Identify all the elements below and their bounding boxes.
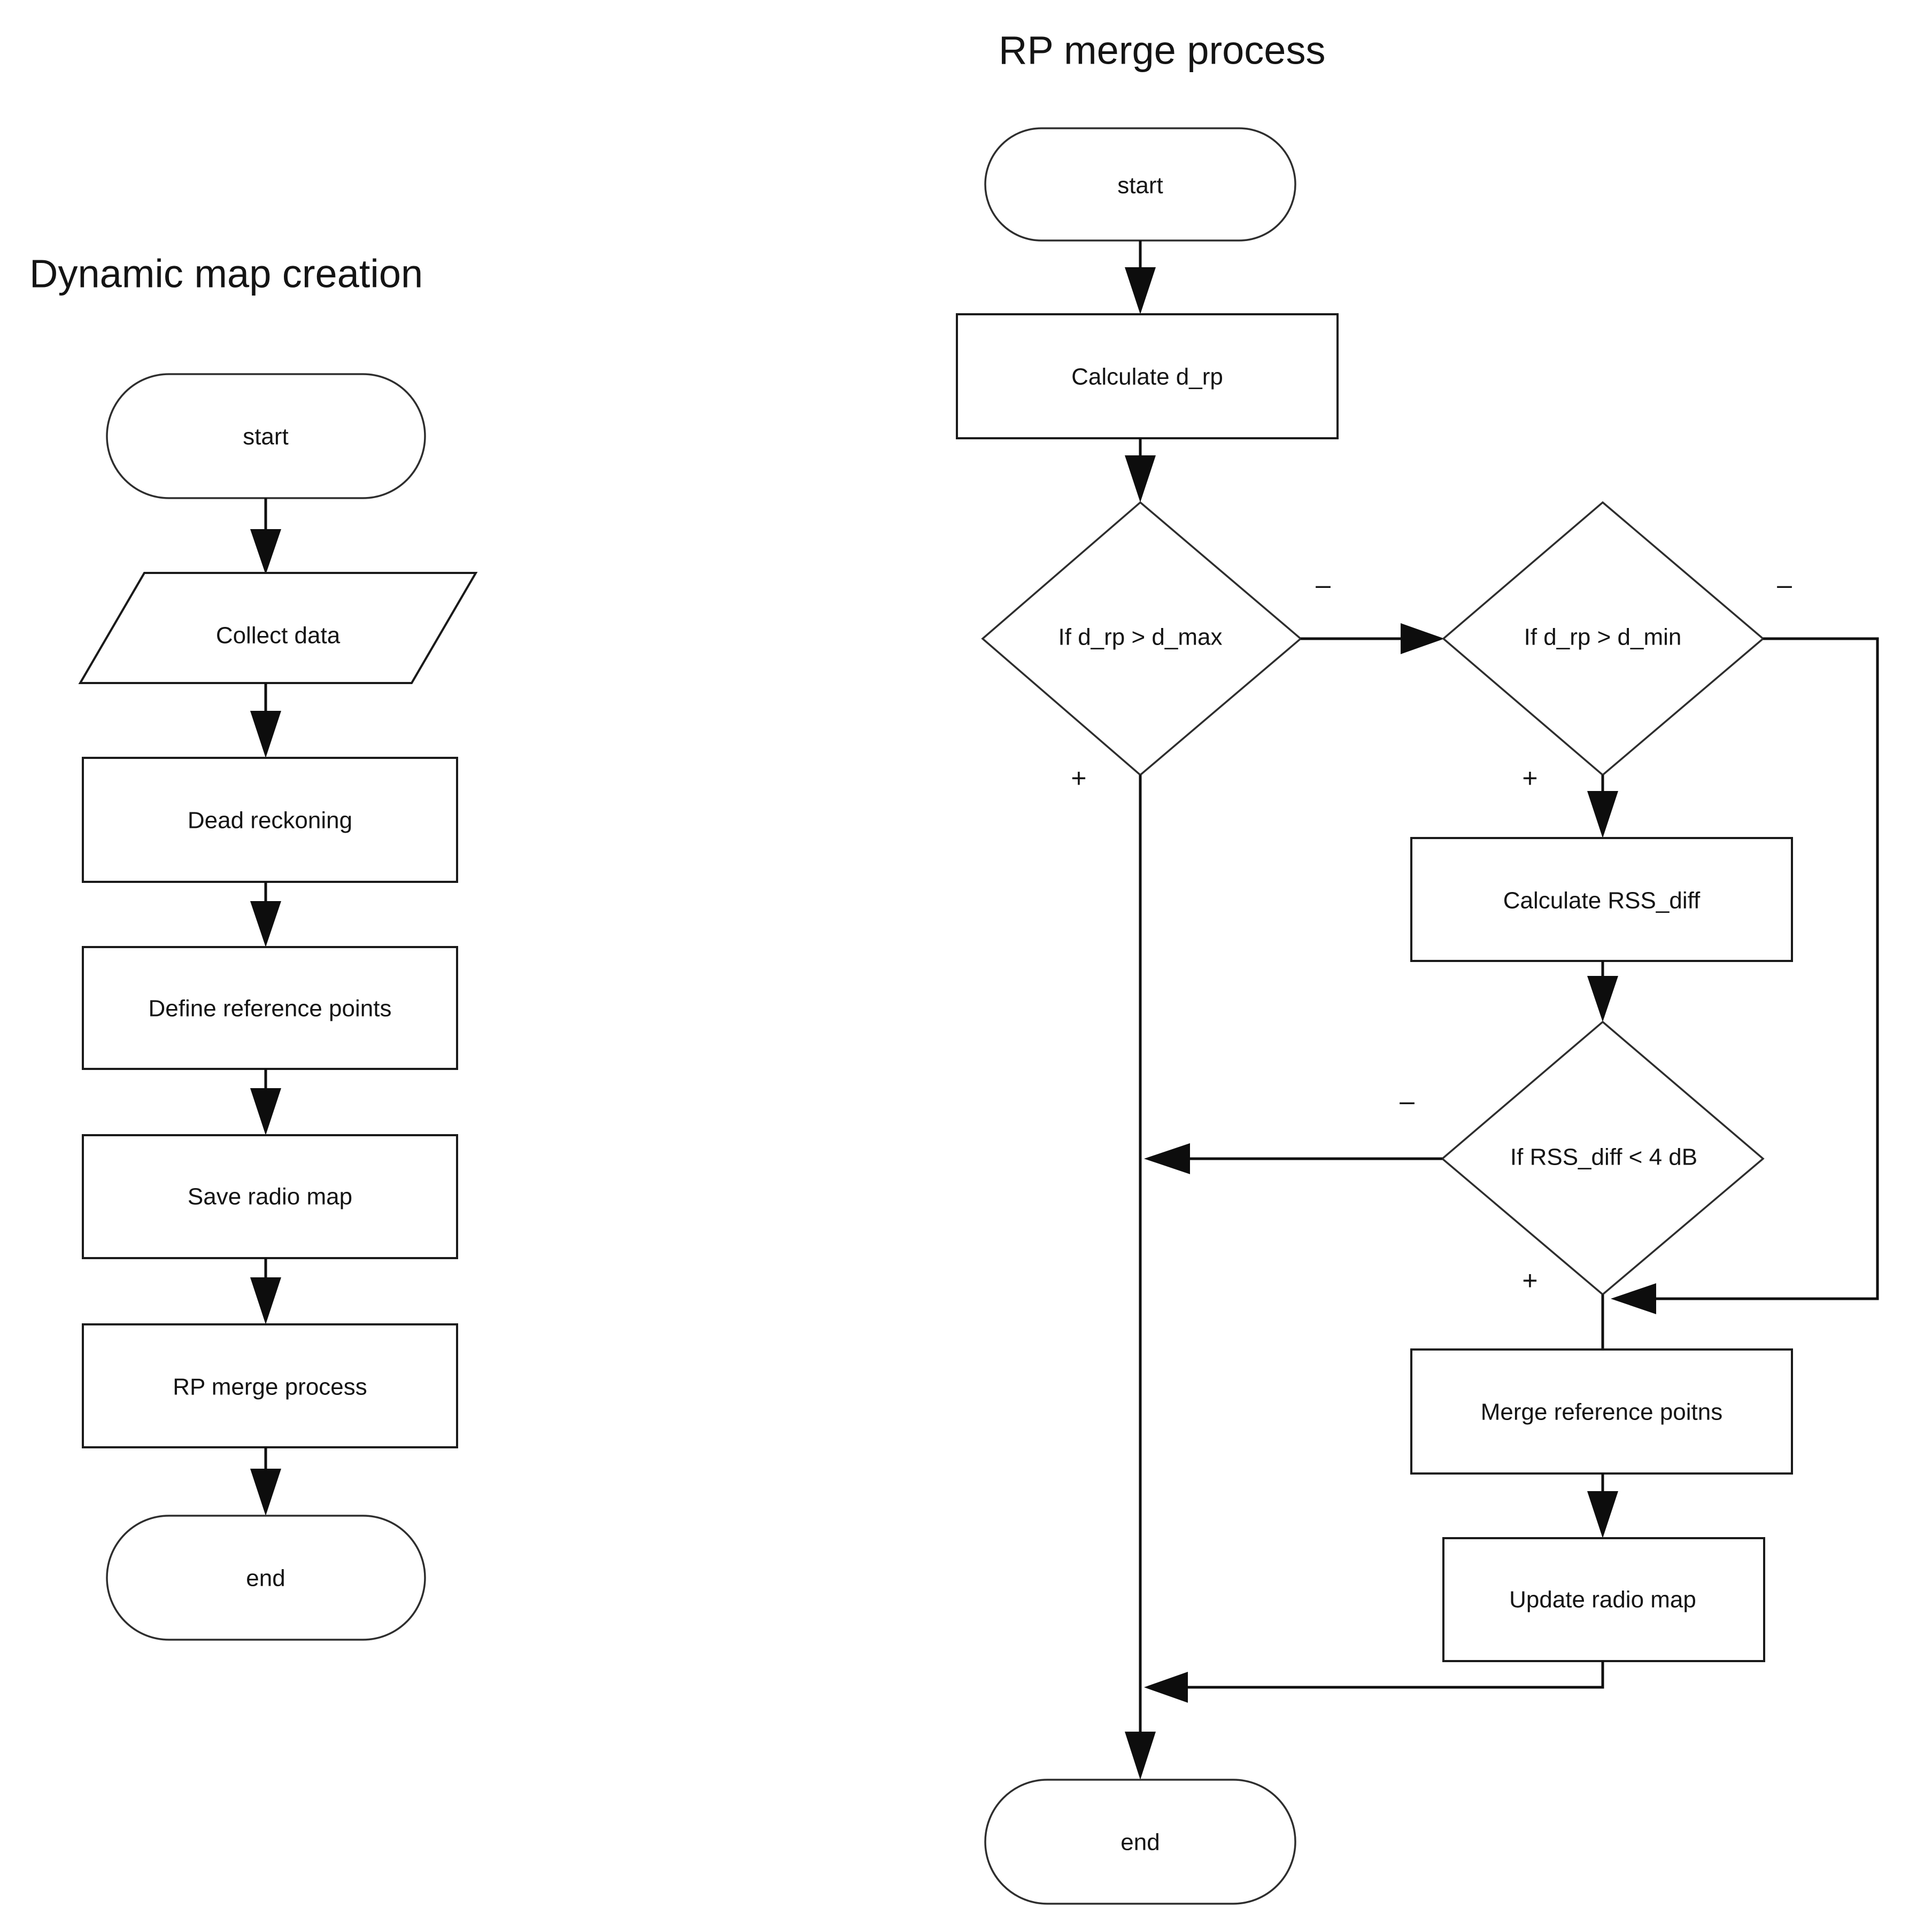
connector-mergerp-to-update: [1587, 1473, 1618, 1538]
branch-label-dmax-plus: +: [1071, 763, 1086, 793]
node-right-merge-reference-points-label: Merge reference poitns: [1481, 1399, 1722, 1425]
connector-update-to-spine: [1144, 1661, 1604, 1703]
node-right-update-radio-map-label: Update radio map: [1509, 1587, 1696, 1613]
left-flow-title: Dynamic map creation: [29, 252, 423, 296]
node-left-end-label: end: [246, 1565, 285, 1592]
node-right-if-rssdiff-lt-4db-label: If RSS_diff < 4 dB: [1510, 1144, 1697, 1170]
branch-label-rss-plus: +: [1522, 1266, 1537, 1296]
node-left-dead-reckoning-label: Dead reckoning: [188, 808, 352, 834]
node-right-calculate-d-rp[interactable]: Calculate d_rp: [956, 313, 1339, 439]
node-left-collect-data[interactable]: Collect data: [78, 572, 478, 684]
node-right-start-label: start: [1117, 173, 1163, 199]
node-right-if-drp-gt-dmin-label: If d_rp > d_min: [1524, 624, 1682, 650]
node-left-dead-reckoning[interactable]: Dead reckoning: [82, 757, 458, 883]
connector-dmin-plus-to-calcrss: [1587, 775, 1618, 838]
node-left-start[interactable]: start: [106, 373, 426, 499]
node-left-rp-merge-process[interactable]: RP merge process: [82, 1323, 458, 1448]
node-right-start[interactable]: start: [984, 127, 1296, 242]
branch-label-dmin-minus: –: [1777, 570, 1792, 600]
connector-dmin-minus-to-merge-junction: [1611, 637, 1879, 1314]
connector-left-save-to-merge: [250, 1258, 281, 1324]
connector-calcrss-to-ifrss: [1587, 961, 1618, 1022]
connector-right-calcdrp-to-ifdmax: [1125, 438, 1156, 502]
node-left-rp-merge-process-label: RP merge process: [173, 1374, 367, 1400]
branch-label-dmin-plus: +: [1522, 763, 1537, 793]
connector-dmax-minus-to-ifdmin: [1301, 623, 1444, 654]
node-right-calculate-d-rp-label: Calculate d_rp: [1071, 364, 1223, 390]
node-left-save-radio-map-label: Save radio map: [188, 1184, 352, 1210]
branch-label-rss-minus: –: [1400, 1086, 1415, 1116]
node-right-calculate-rss-diff[interactable]: Calculate RSS_diff: [1410, 837, 1793, 962]
connector-dmax-plus-spine: [1125, 775, 1156, 1780]
node-left-start-label: start: [243, 424, 289, 450]
node-right-if-drp-gt-dmax-label: If d_rp > d_max: [1058, 624, 1223, 650]
node-right-if-drp-gt-dmin[interactable]: If d_rp > d_min: [1442, 501, 1765, 777]
connector-left-define-to-save: [250, 1069, 281, 1135]
connector-right-start-to-calc-drp: [1125, 241, 1156, 314]
node-left-save-radio-map[interactable]: Save radio map: [82, 1134, 458, 1259]
connector-rss-minus-to-spine: [1144, 1143, 1442, 1174]
node-left-end[interactable]: end: [106, 1515, 426, 1641]
node-right-if-rssdiff-lt-4db[interactable]: If RSS_diff < 4 dB: [1441, 1020, 1765, 1296]
node-right-end[interactable]: end: [984, 1779, 1296, 1905]
node-right-merge-reference-points[interactable]: Merge reference poitns: [1410, 1348, 1793, 1475]
node-left-define-reference-points-label: Define reference points: [149, 996, 392, 1022]
node-right-calculate-rss-diff-label: Calculate RSS_diff: [1503, 888, 1701, 914]
branch-label-dmax-minus: –: [1316, 570, 1331, 600]
connector-left-merge-to-end: [250, 1447, 281, 1516]
node-right-if-drp-gt-dmax[interactable]: If d_rp > d_max: [981, 501, 1302, 777]
connector-left-start-to-collect: [250, 498, 281, 575]
connector-left-dead-to-define: [250, 882, 281, 947]
node-right-update-radio-map[interactable]: Update radio map: [1442, 1537, 1765, 1662]
right-flow-title: RP merge process: [999, 28, 1325, 73]
node-right-end-label: end: [1120, 1829, 1160, 1856]
node-left-collect-data-label: Collect data: [216, 623, 341, 649]
node-left-define-reference-points[interactable]: Define reference points: [82, 946, 458, 1070]
connector-left-collect-to-dead: [250, 683, 281, 758]
